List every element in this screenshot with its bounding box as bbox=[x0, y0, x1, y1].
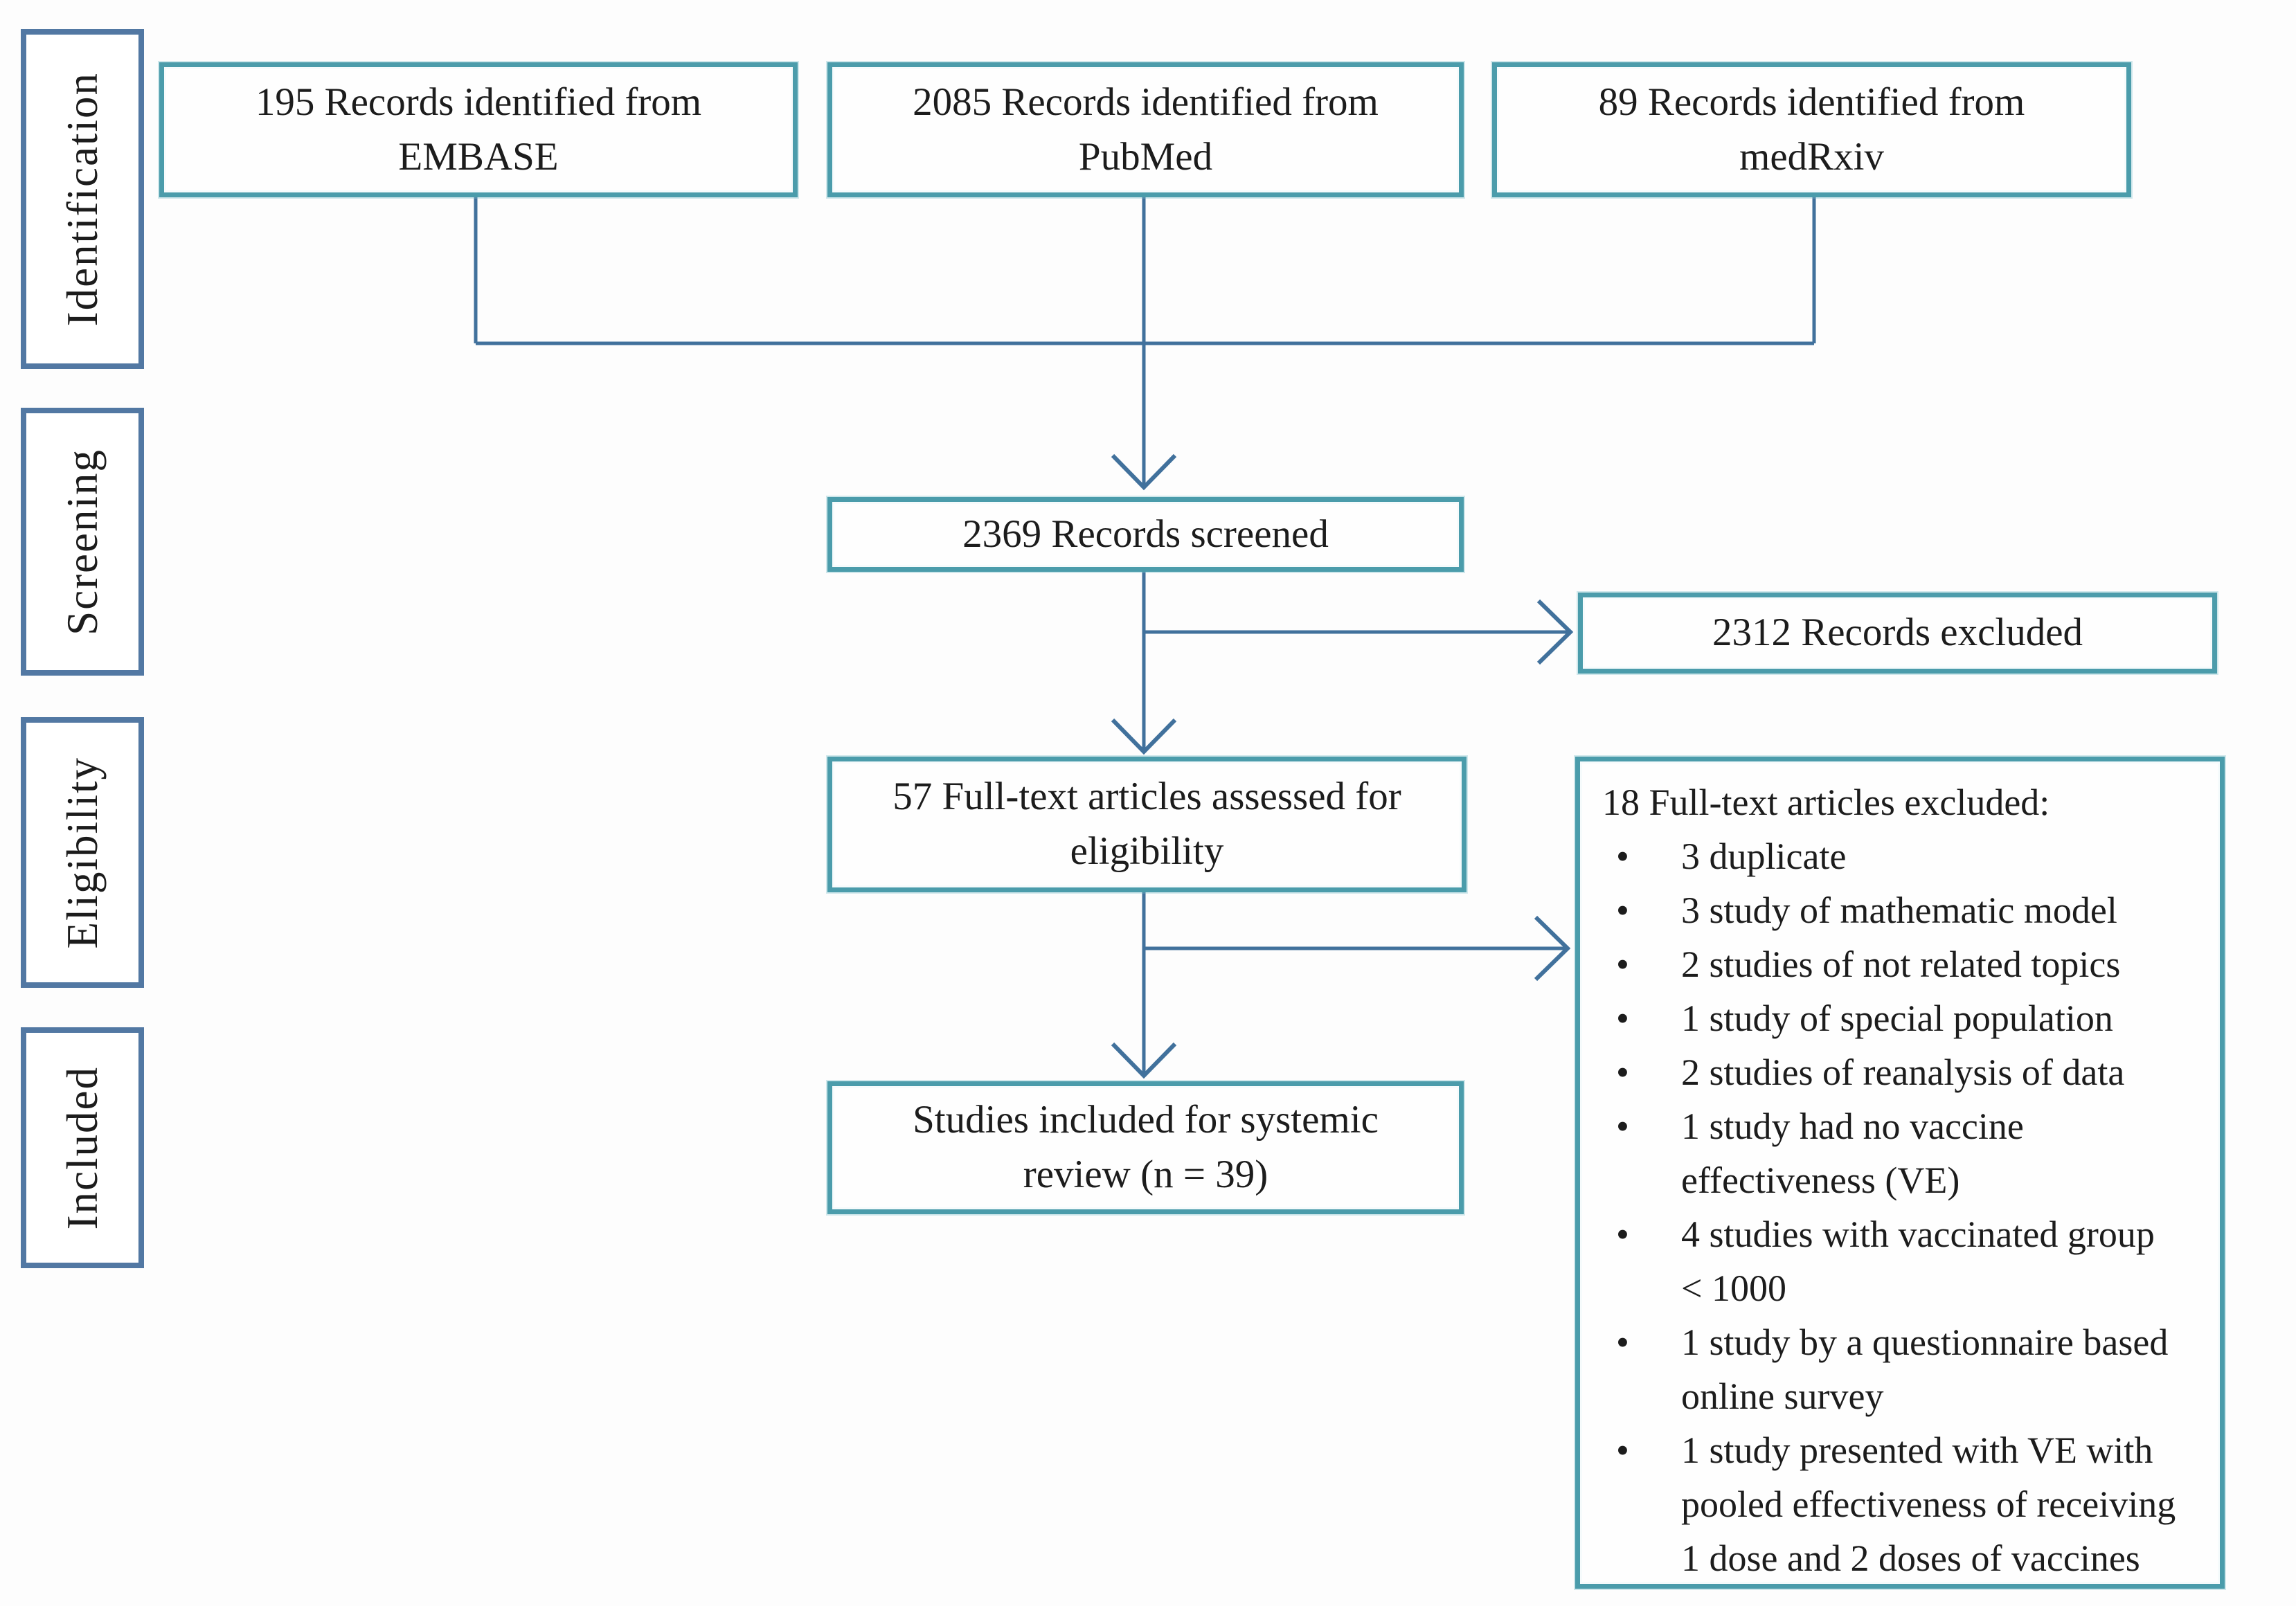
merge-connector bbox=[474, 197, 1816, 345]
bullet-icon: • bbox=[1616, 1321, 1629, 1363]
source-box-embase: 195 Records identified from EMBASE bbox=[159, 62, 798, 197]
excluded-reason-item: • 1 study had no vaccine effectiveness (… bbox=[1616, 1099, 2202, 1207]
fulltext-to-excluded-arrow bbox=[1144, 915, 1571, 982]
box-label-pubmed: 2085 Records identified from PubMed bbox=[913, 80, 1379, 179]
excluded-reason-item: • 2 studies of reanalysis of data bbox=[1616, 1045, 2202, 1099]
down-arrowhead-icon bbox=[1111, 718, 1177, 755]
excluded-reason-item: • 2 studies of not related topics bbox=[1616, 937, 2202, 991]
bullet-icon: • bbox=[1616, 1052, 1629, 1093]
fulltext-to-included-arrow bbox=[1111, 892, 1177, 1079]
screened-to-excluded-arrow bbox=[1144, 599, 1574, 665]
bullet-icon: • bbox=[1616, 1106, 1629, 1147]
fulltext-excluded-box: 18 Full-text articles excluded: • 3 dupl… bbox=[1575, 757, 2225, 1589]
excluded-reason-item: • 3 study of mathematic model bbox=[1616, 883, 2202, 937]
stage-box-identification: Identification bbox=[21, 29, 144, 369]
box-label-screened: 2369 Records screened bbox=[962, 512, 1329, 556]
stage-box-screening: Screening bbox=[21, 408, 144, 676]
stage-label-eligibility: Eligibility bbox=[57, 756, 107, 949]
excluded-reason-item: • 4 studies with vaccinated group < 1000 bbox=[1616, 1207, 2202, 1315]
bullet-icon: • bbox=[1616, 836, 1629, 877]
stage-label-included: Included bbox=[57, 1065, 107, 1230]
records-screened-box: 2369 Records screened bbox=[827, 497, 1464, 572]
included-studies-box: Studies included for systemic review (n … bbox=[827, 1081, 1464, 1214]
box-label-records-excluded: 2312 Records excluded bbox=[1712, 611, 2083, 655]
excluded-reasons-list: • 3 duplicate • 3 study of mathematic mo… bbox=[1602, 829, 2202, 1585]
source-box-pubmed: 2085 Records identified from PubMed bbox=[827, 62, 1464, 197]
fulltext-assessed-box: 57 Full-text articles assessed for eligi… bbox=[827, 757, 1467, 892]
bullet-icon: • bbox=[1616, 944, 1629, 985]
down-arrowhead-icon bbox=[1111, 453, 1177, 491]
source-box-medrxiv: 89 Records identified from medRxiv bbox=[1492, 62, 2131, 197]
box-label-medrxiv: 89 Records identified from medRxiv bbox=[1598, 80, 2025, 179]
pubmed-to-screened-arrow bbox=[1111, 197, 1177, 491]
box-label-included-studies: Studies included for systemic review (n … bbox=[913, 1098, 1379, 1196]
down-arrowhead-icon bbox=[1111, 1042, 1177, 1079]
excluded-reason-item: • 3 duplicate bbox=[1616, 829, 2202, 883]
right-arrowhead-icon bbox=[1534, 915, 1571, 982]
right-arrowhead-icon bbox=[1536, 599, 1574, 665]
stage-box-included: Included bbox=[21, 1027, 144, 1268]
bullet-icon: • bbox=[1616, 1429, 1629, 1471]
records-excluded-box: 2312 Records excluded bbox=[1578, 593, 2217, 674]
stage-label-identification: Identification bbox=[57, 71, 107, 327]
box-label-fulltext: 57 Full-text articles assessed for eligi… bbox=[893, 775, 1401, 873]
stage-label-screening: Screening bbox=[57, 448, 107, 635]
bullet-icon: • bbox=[1616, 1213, 1629, 1255]
excluded-reason-item: • 1 study by a questionnaire based onlin… bbox=[1616, 1315, 2202, 1423]
excluded-reason-item: • 1 study presented with VE with pooled … bbox=[1616, 1423, 2202, 1585]
bullet-icon: • bbox=[1616, 890, 1629, 931]
excluded-reason-item: • 1 study of special population bbox=[1616, 991, 2202, 1045]
stage-box-eligibility: Eligibility bbox=[21, 717, 144, 988]
bullet-icon: • bbox=[1616, 998, 1629, 1039]
screened-to-fulltext-arrow bbox=[1111, 572, 1177, 755]
excluded-title: 18 Full-text articles excluded: bbox=[1602, 782, 2050, 823]
box-label-embase: 195 Records identified from EMBASE bbox=[255, 80, 702, 179]
